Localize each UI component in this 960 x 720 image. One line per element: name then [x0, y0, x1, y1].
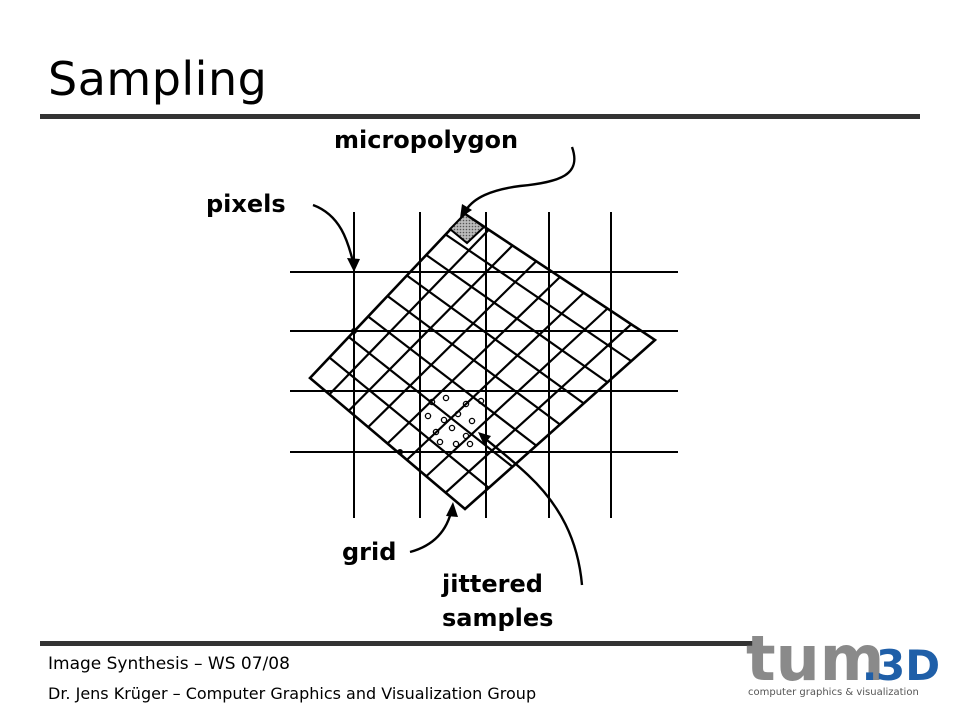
label-jittered: jittered: [441, 570, 543, 598]
label-grid: grid: [342, 538, 396, 566]
title-divider: [40, 114, 920, 119]
label-samples: samples: [442, 604, 553, 632]
label-micropolygon: micropolygon: [334, 126, 518, 154]
footer-course: Image Synthesis – WS 07/08: [48, 654, 290, 674]
micropolygon-cell: [448, 212, 486, 245]
mesh-line: [348, 336, 514, 468]
jittered-samples: [424, 394, 485, 448]
footer-divider: [40, 641, 755, 646]
mesh-line: [444, 323, 632, 494]
grid-outline: [308, 212, 658, 511]
mesh-line: [328, 356, 490, 489]
logo-3d-text: 3D: [876, 641, 940, 690]
pixel-center-dots: [351, 328, 403, 455]
logo-tum-text: tum: [746, 622, 884, 695]
slide-title: Sampling: [48, 52, 268, 106]
micropolygon-grid: [328, 228, 632, 494]
mesh-line: [386, 295, 561, 426]
mesh-line: [406, 291, 585, 461]
logo-dot: .: [862, 644, 877, 690]
footer-author: Dr. Jens Krüger – Computer Graphics and …: [48, 684, 537, 703]
label-pixels: pixels: [206, 190, 286, 218]
pixel-grid: [290, 212, 678, 518]
tum3d-logo: tum . 3D: [746, 622, 940, 695]
mesh-line: [367, 315, 537, 447]
mesh-line: [425, 307, 609, 478]
arrow-heads: [347, 204, 491, 517]
logo-tagline: computer graphics & visualization: [748, 687, 919, 698]
